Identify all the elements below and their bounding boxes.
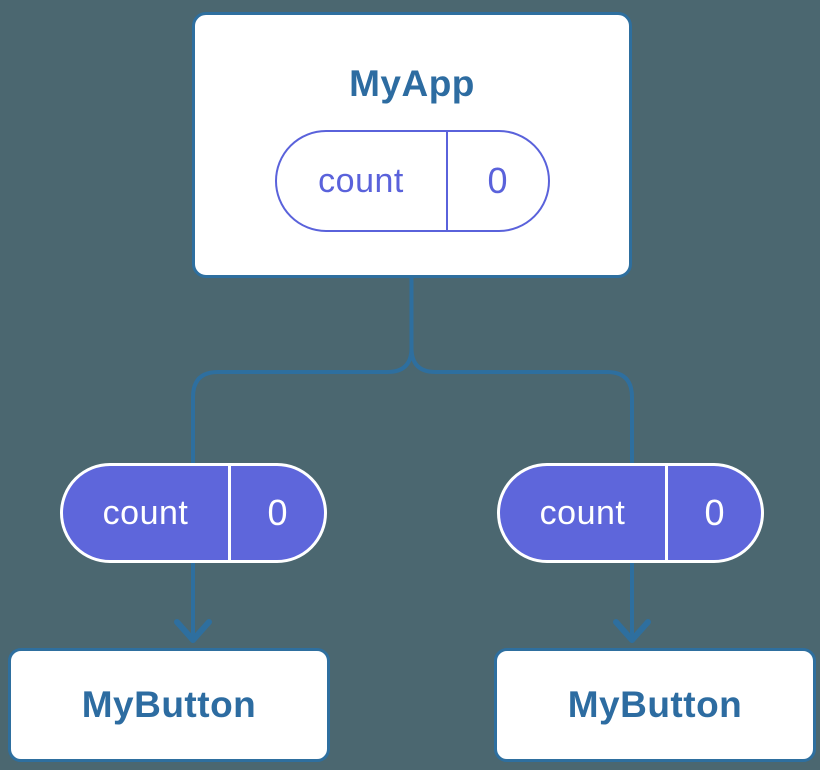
state-value: 0 (445, 132, 548, 230)
prop-value: 0 (228, 466, 324, 560)
prop-name: count (102, 493, 189, 532)
component-title: MyButton (81, 684, 257, 725)
state-name: count (318, 161, 404, 200)
arrow-down-icon (613, 619, 651, 643)
connector-right-branch (409, 277, 634, 636)
prop-name: count (539, 493, 626, 532)
connector-left-branch (191, 277, 414, 636)
component-title: MyApp (349, 63, 475, 104)
component-card-mybutton-right: MyButton (494, 648, 816, 762)
arrow-down-icon (174, 619, 212, 643)
component-title: MyButton (567, 684, 743, 725)
prop-pill-left: count 0 (60, 463, 327, 563)
component-card-myapp: MyApp count 0 (192, 12, 632, 278)
component-card-mybutton-left: MyButton (8, 648, 330, 762)
state-pill: count 0 (274, 130, 550, 232)
prop-pill-right: count 0 (497, 463, 764, 563)
prop-value: 0 (665, 466, 761, 560)
